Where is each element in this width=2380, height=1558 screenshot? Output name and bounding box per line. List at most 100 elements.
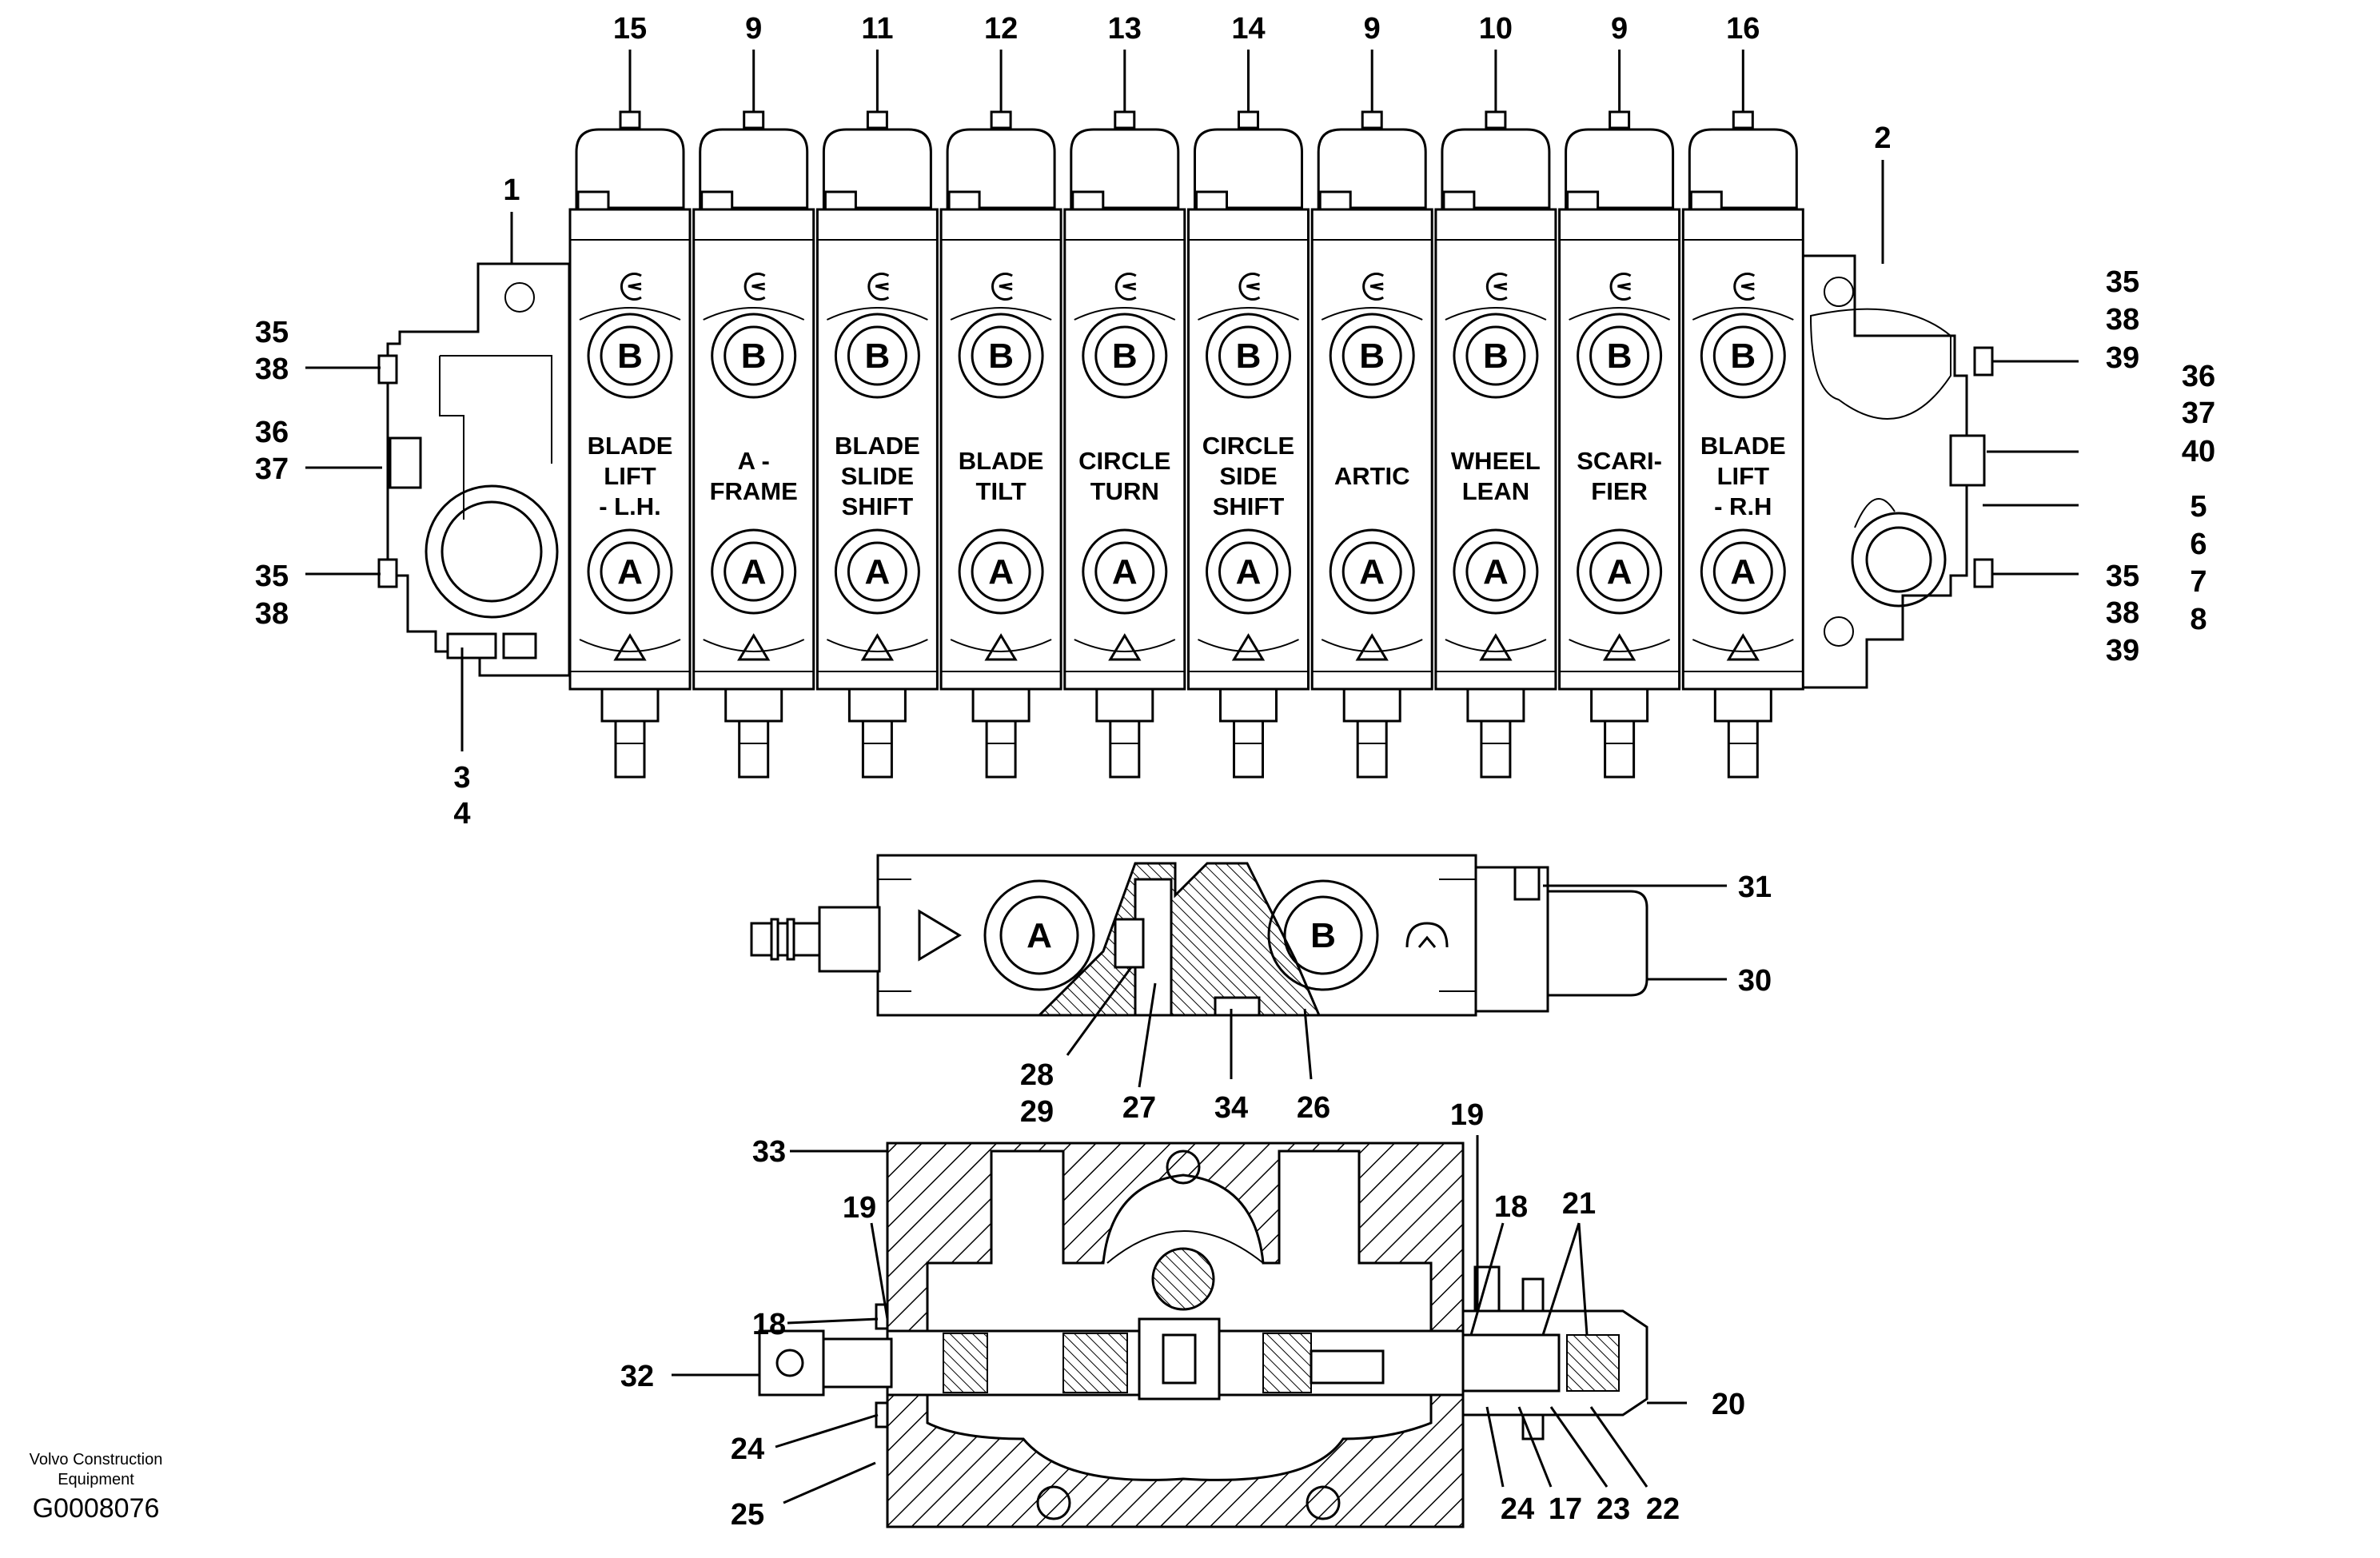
section-callout: 12	[984, 12, 1018, 46]
section-callout: 9	[1611, 12, 1628, 46]
callout-21: 21	[1562, 1187, 1596, 1221]
port-a-label: A	[988, 552, 1014, 592]
section-callout: 9	[745, 12, 762, 46]
section-name-line: SHIFT	[842, 492, 914, 520]
port-a-label: A	[1112, 552, 1138, 592]
section-name-line: FIER	[1591, 477, 1648, 505]
port-b-label: B	[1483, 337, 1509, 376]
section-name-line: LIFT	[604, 462, 656, 490]
callout-18-left: 18	[752, 1308, 786, 1341]
port-a-label: A	[865, 552, 891, 592]
callout-34: 34	[1214, 1091, 1248, 1125]
callout-labels: 1 2 35 38 36 37 35 38 3 4 35 38 39 36 37…	[255, 122, 2215, 1532]
callout-37-right: 37	[2182, 396, 2215, 430]
callout-1: 1	[503, 173, 520, 207]
section-name-line: WHEEL	[1451, 447, 1541, 475]
brand-line-1: Volvo Construction	[30, 1451, 163, 1468]
callout-20: 20	[1712, 1388, 1745, 1421]
port-b-label: B	[1112, 337, 1138, 376]
section-name-line: SIDE	[1219, 462, 1277, 490]
section-name-line: BLADE	[588, 432, 673, 460]
callout-28: 28	[1020, 1058, 1054, 1092]
section-side-view: A B	[750, 854, 1648, 1017]
port-a-label: A	[1607, 552, 1633, 592]
section-callout: 10	[1479, 12, 1513, 46]
callout-38-right-top: 38	[2106, 303, 2139, 337]
right-end-cap	[1800, 254, 1994, 689]
section-name-line: - R.H	[1714, 492, 1772, 520]
section-name-line: TURN	[1090, 477, 1159, 505]
port-a-label: A	[1359, 552, 1385, 592]
section-name-line: LEAN	[1462, 477, 1529, 505]
port-a-label: A	[617, 552, 643, 592]
callout-22: 22	[1646, 1492, 1680, 1526]
section-name-line: A -	[738, 447, 770, 475]
callout-39-right-low: 39	[2106, 634, 2139, 667]
callout-35-right-low: 35	[2106, 560, 2139, 593]
port-b-label: B	[1359, 337, 1385, 376]
section-callout: 14	[1231, 12, 1265, 46]
section-name-line: LIFT	[1717, 462, 1769, 490]
section-name-line: ARTIC	[1334, 462, 1410, 490]
callout-18-right: 18	[1494, 1190, 1528, 1224]
port-b-label: B	[617, 337, 643, 376]
callout-17: 17	[1549, 1492, 1582, 1526]
callout-7: 7	[2190, 565, 2207, 599]
section-name-line: CIRCLE	[1078, 447, 1170, 475]
brand-line-2: Equipment	[58, 1471, 134, 1488]
callout-6: 6	[2190, 528, 2207, 561]
section-name-line: - L.H.	[599, 492, 661, 520]
callout-leaders	[305, 160, 2079, 1504]
callout-8: 8	[2190, 603, 2207, 636]
figure-code: G0008076	[33, 1493, 160, 1524]
callout-2: 2	[1874, 122, 1891, 155]
section-name-line: BLADE	[1700, 432, 1786, 460]
spool-lands	[943, 1333, 1312, 1393]
callout-3: 3	[453, 761, 470, 795]
callout-36-left: 36	[255, 416, 289, 449]
callout-33: 33	[752, 1135, 786, 1169]
callout-31: 31	[1738, 871, 1772, 904]
callout-5: 5	[2190, 490, 2207, 524]
section-callout: 13	[1108, 12, 1142, 46]
callout-4: 4	[453, 797, 470, 831]
section-name-line: SCARI-	[1577, 447, 1662, 475]
port-a-label: A	[1483, 552, 1509, 592]
callout-38-left-top: 38	[255, 353, 289, 386]
port-a-label: A	[1730, 552, 1756, 592]
section-callout: 11	[861, 12, 893, 46]
callout-38-right-low: 38	[2106, 596, 2139, 630]
callout-37-left: 37	[255, 452, 289, 486]
valve-section: B A ARTIC 9	[1310, 12, 1433, 779]
port-a-side-label: A	[1027, 916, 1052, 955]
callout-30: 30	[1738, 964, 1772, 998]
section-name-line: SLIDE	[841, 462, 914, 490]
callout-40: 40	[2182, 435, 2215, 468]
port-b-label: B	[988, 337, 1014, 376]
callout-24-left: 24	[731, 1432, 764, 1466]
section-name-line: TILT	[976, 477, 1027, 505]
callout-39-right-top: 39	[2106, 341, 2139, 375]
callout-23: 23	[1597, 1492, 1630, 1526]
callout-32: 32	[620, 1360, 654, 1393]
callout-27: 27	[1122, 1091, 1156, 1125]
callout-35-left-low: 35	[255, 560, 289, 593]
section-name-line: CIRCLE	[1202, 432, 1294, 460]
callout-29: 29	[1020, 1095, 1054, 1129]
section-name-line: FRAME	[710, 477, 798, 505]
section-name-line: BLADE	[835, 432, 920, 460]
callout-26: 26	[1297, 1091, 1330, 1125]
callout-24-right: 24	[1501, 1492, 1534, 1526]
section-callout: 9	[1364, 12, 1381, 46]
port-b-side-label: B	[1310, 916, 1336, 955]
